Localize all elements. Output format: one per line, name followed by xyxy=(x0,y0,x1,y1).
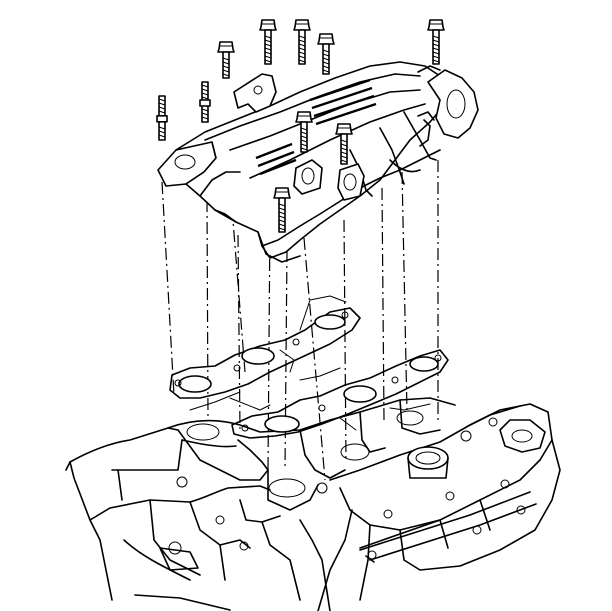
manifold-bolt xyxy=(317,33,335,75)
manifold-bolt xyxy=(427,19,445,65)
manifold-bolts xyxy=(156,19,445,233)
upper-intake-manifold xyxy=(157,61,479,263)
manifold-bolt xyxy=(295,111,313,153)
intake-gaskets xyxy=(169,295,449,439)
manifold-bolt xyxy=(273,187,291,233)
valve-cover xyxy=(317,403,561,611)
manifold-bolt xyxy=(259,19,277,65)
manifold-bolt xyxy=(335,123,353,165)
manifold-stud xyxy=(156,95,168,141)
manifold-bolt xyxy=(217,41,235,79)
manifold-stud xyxy=(199,81,211,123)
manifold-bolt xyxy=(293,19,311,65)
alignment-lines xyxy=(161,160,439,481)
lower-intake-manifold xyxy=(65,397,456,611)
